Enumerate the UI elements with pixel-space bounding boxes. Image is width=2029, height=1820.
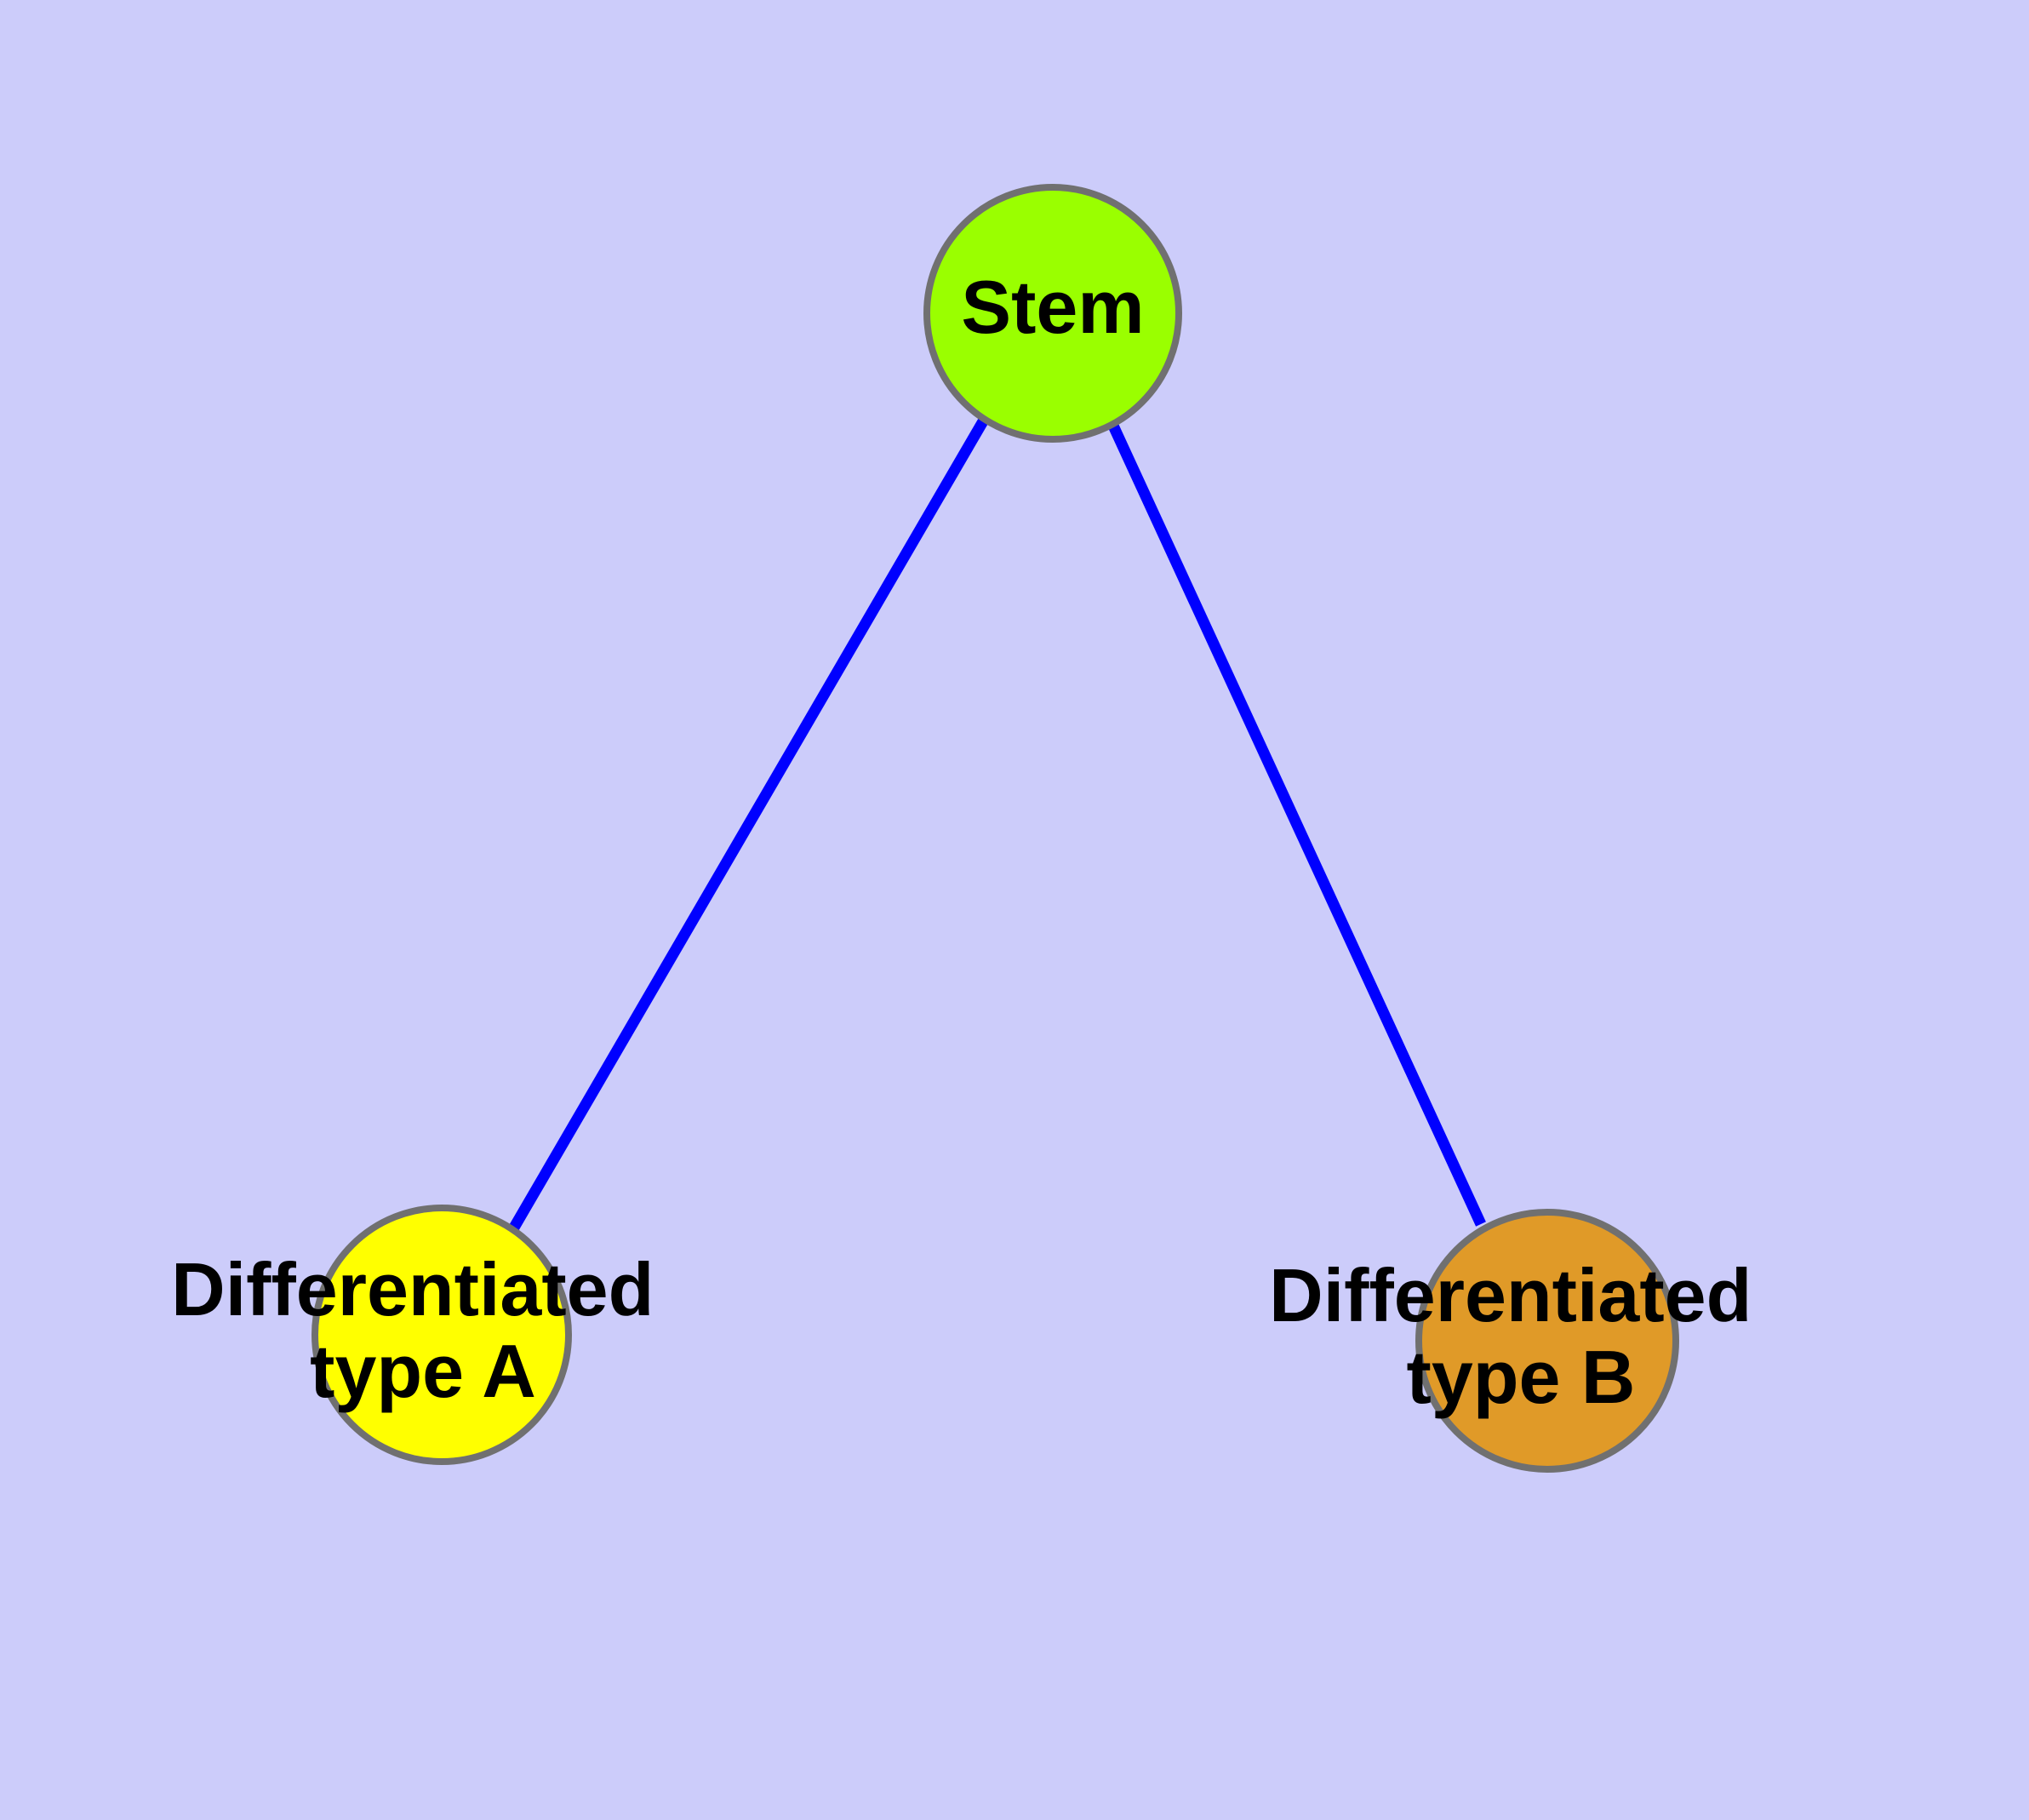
node-label-differentiated-type-a: Differentiated type A: [171, 1247, 675, 1413]
node-differentiated-type-a[interactable]: [311, 1205, 572, 1465]
node-layer: [311, 184, 1679, 1473]
node-label-stem-line-1: Stem: [961, 265, 1144, 349]
edge-layer: [509, 418, 1486, 1231]
node-label-differentiated-type-b: Differentiated type B: [1269, 1253, 1773, 1419]
node-label-diff-b-line-2: type B: [1407, 1335, 1636, 1419]
node-label-layer: Stem Differentiated type A Differentiate…: [171, 265, 1773, 1419]
edge-stem-to-diff-b[interactable]: [1108, 423, 1486, 1227]
node-label-diff-a-line-1: Differentiated: [171, 1247, 654, 1331]
node-label-diff-b-line-1: Differentiated: [1269, 1253, 1752, 1337]
node-stem[interactable]: [923, 184, 1182, 443]
node-label-stem: Stem: [961, 265, 1144, 349]
edge-stem-to-diff-a[interactable]: [509, 418, 988, 1231]
node-label-diff-a-line-2: type A: [310, 1329, 536, 1413]
node-differentiated-type-b[interactable]: [1415, 1209, 1679, 1473]
